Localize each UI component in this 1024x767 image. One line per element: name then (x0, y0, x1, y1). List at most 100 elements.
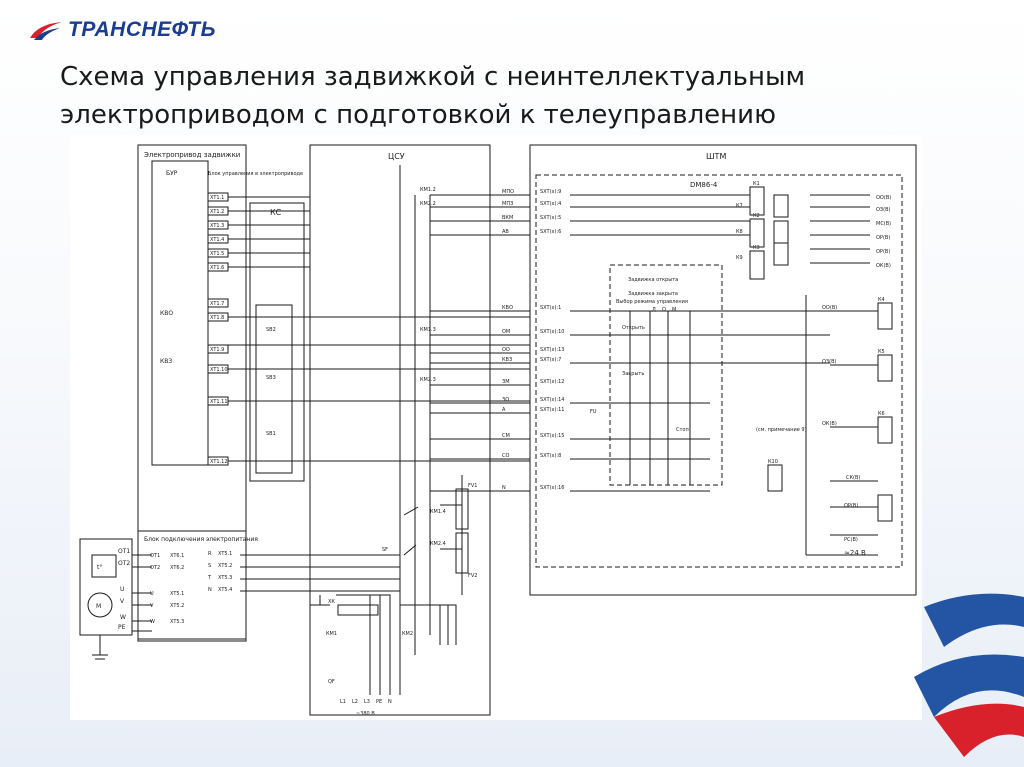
control-circuit-diagram: Электропривод задвижки БУР Блок управлен… (70, 135, 922, 720)
svg-text:КВО: КВО (502, 305, 513, 311)
svg-text:~380 В: ~380 В (356, 711, 375, 717)
svg-text:М: М (672, 307, 676, 313)
svg-text:U: U (150, 591, 154, 597)
svg-text:ОМ: ОМ (502, 329, 510, 335)
svg-text:К7: К7 (736, 203, 743, 209)
svg-text:ОО(В): ОО(В) (876, 195, 891, 201)
svg-text:SXT(x):15: SXT(x):15 (540, 433, 564, 439)
svg-text:V: V (120, 598, 125, 605)
limit-switch-labels: КВО КВЗ (160, 310, 173, 365)
svg-text:МС(В): МС(В) (876, 221, 891, 227)
shtm-terminal-labels: SXT(x):9 SXT(x):4 SXT(x):5 SXT(x):6 SXT(… (540, 189, 564, 491)
svg-text:К9: К9 (736, 255, 743, 261)
svg-text:T: T (207, 575, 212, 581)
svg-text:МПЗ: МПЗ (502, 201, 513, 207)
svg-text:S: S (208, 563, 211, 569)
tsu-relay-labels: КМ1.2 КМ2.2 КМ1.3 КМ2.3 КМ1.4 КМ2.4 (420, 187, 446, 547)
svg-text:РС(В): РС(В) (844, 537, 858, 543)
svg-text:ОК(В): ОК(В) (822, 421, 837, 427)
svg-text:КМ2.2: КМ2.2 (420, 201, 436, 207)
shtm-label: ШТМ (706, 152, 726, 161)
dm-label: DM86-4 (690, 181, 718, 189)
svg-text:L1: L1 (340, 699, 346, 705)
svg-text:PE: PE (118, 624, 126, 631)
svg-text:SXT(x):5: SXT(x):5 (540, 215, 561, 221)
svg-text:АВ: АВ (502, 229, 509, 235)
svg-text:N: N (502, 485, 506, 491)
svg-text:SXT(x):16: SXT(x):16 (540, 485, 564, 491)
svg-text:XT1.3: XT1.3 (210, 223, 224, 229)
tsu-signal-labels: МПО МПЗ ВКМ АВ КВО ОМ ОО КВЗ ЗМ ЗО А СМ … (502, 189, 514, 491)
svg-text:СК(В): СК(В) (846, 475, 860, 481)
svg-text:ОР(В): ОР(В) (876, 235, 890, 241)
svg-text:ОЗ(В): ОЗ(В) (876, 207, 891, 213)
svg-text:СМ: СМ (502, 433, 510, 439)
svg-text:SXT(x):7: SXT(x):7 (540, 357, 561, 363)
svg-text:XT5.3: XT5.3 (170, 619, 184, 625)
svg-text:СО: СО (502, 453, 509, 459)
svg-text:L2: L2 (352, 699, 358, 705)
transneft-emblem-icon (30, 22, 62, 40)
brand-logo: ТРАНСНЕФТЬ (28, 18, 216, 42)
svg-text:ВКМ: ВКМ (502, 215, 513, 221)
output-labels: ОО(В) ОЗ(В) МС(В) ОР(В) ОР(В) ОК(В) (876, 195, 891, 269)
svg-text:W: W (120, 614, 126, 621)
svg-text:V: V (150, 603, 154, 609)
svg-text:SB2: SB2 (266, 327, 276, 333)
svg-text:К10: К10 (768, 459, 778, 465)
svg-text:ОЗ(В): ОЗ(В) (822, 359, 837, 365)
svg-text:XT1.9: XT1.9 (210, 347, 224, 353)
svg-text:ОТ2: ОТ2 (150, 565, 160, 571)
slide-title-line1: Схема управления задвижкой с неинтеллект… (60, 62, 806, 92)
svg-text:XT1.4: XT1.4 (210, 237, 224, 243)
svg-text:КМ2.4: КМ2.4 (430, 541, 446, 547)
svg-text:КМ1.3: КМ1.3 (420, 327, 436, 333)
svg-text:XT1.10: XT1.10 (210, 367, 228, 373)
svg-text:К3: К3 (753, 245, 760, 251)
shtm-relay-labels: К1 К7 К2 К8 К3 К9 К4 К5 К6 К10 (736, 181, 885, 465)
bus-label: Блок управления в электроприводе (208, 171, 303, 177)
svg-text:К2: К2 (753, 213, 760, 219)
svg-text:XT1.8: XT1.8 (210, 315, 224, 321)
svg-text:SXT(x):10: SXT(x):10 (540, 329, 564, 335)
svg-text:SXT(x):4: SXT(x):4 (540, 201, 561, 207)
svg-text:QF: QF (328, 679, 335, 685)
actuator-block (137, 144, 247, 642)
svg-text:XT5.1: XT5.1 (218, 551, 232, 557)
dm-panel-labels: Задвижка открыта Задвижка закрыта Выбор … (616, 277, 689, 433)
motor-labels: t° M ОТ1 ОТ2 U V W PE (96, 548, 130, 631)
svg-text:ОК(В): ОК(В) (876, 263, 891, 269)
svg-text:SXT(x):8: SXT(x):8 (540, 453, 561, 459)
transneft-swoosh-decoration (914, 593, 1024, 757)
svg-text:XT5.4: XT5.4 (218, 587, 232, 593)
supply-label: Блок подключения электропитания (144, 536, 258, 543)
svg-text:XT1.1: XT1.1 (210, 195, 224, 201)
svg-text:XT5.2: XT5.2 (170, 603, 184, 609)
svg-text:FV1: FV1 (468, 483, 477, 489)
svg-text:ОР(В): ОР(В) (844, 503, 858, 509)
svg-text:SXT(x):14: SXT(x):14 (540, 397, 564, 403)
svg-text:N: N (208, 587, 212, 593)
svg-text:ОТ1: ОТ1 (150, 553, 160, 559)
svg-text:U: U (120, 586, 124, 593)
svg-text:XT6.2: XT6.2 (170, 565, 184, 571)
svg-text:ЗО: ЗО (502, 397, 509, 403)
svg-text:МПО: МПО (502, 189, 514, 195)
svg-text:КМ2: КМ2 (402, 631, 413, 637)
svg-text:КВЗ: КВЗ (502, 357, 512, 363)
svg-text:FV2: FV2 (468, 573, 477, 579)
svg-text:XT5.3: XT5.3 (218, 575, 232, 581)
svg-text:t°: t° (97, 564, 102, 571)
svg-text:КМ1.4: КМ1.4 (430, 509, 446, 515)
slide-title: Схема управления задвижкой с неинтеллект… (60, 58, 960, 134)
left-terminal-labels: XT1.1 XT1.2 XT1.3 XT1.4 XT1.5 XT1.6 XT1.… (210, 195, 228, 465)
svg-text:FU: FU (590, 409, 597, 415)
svg-text:SF: SF (382, 547, 388, 553)
power-labels: FV1 FV2 FU ХК КМ1 КМ2 QF SF L1 L2 L3 PE … (326, 409, 597, 717)
svg-text:R: R (208, 551, 212, 557)
svg-text:XT1.6: XT1.6 (210, 265, 224, 271)
svg-text:Задвижка открыта: Задвижка открыта (628, 277, 678, 283)
svg-text:КМ1.2: КМ1.2 (420, 187, 436, 193)
left-terminal-boxes (207, 192, 229, 466)
svg-text:К4: К4 (878, 297, 885, 303)
